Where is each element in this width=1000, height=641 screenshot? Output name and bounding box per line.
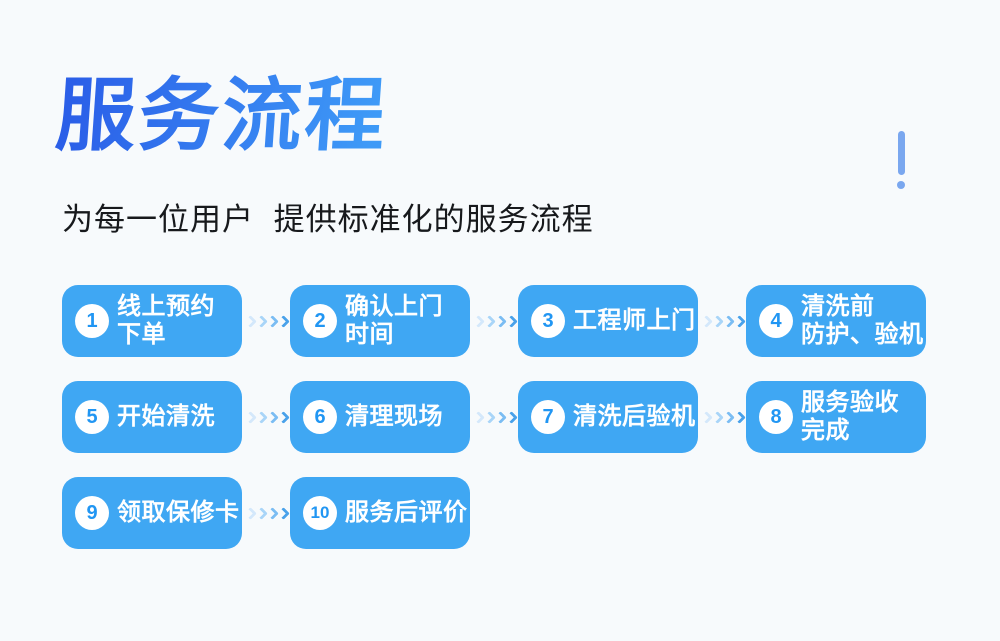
step-label-line: 防护、验机 <box>801 321 924 348</box>
step-label: 服务后评价 <box>345 499 468 527</box>
step-label-line: 时间 <box>345 321 394 348</box>
chevron-right-icon <box>277 506 290 520</box>
step-number-badge: 7 <box>531 400 565 434</box>
step-number-badge: 8 <box>759 400 793 434</box>
step-label-line: 下单 <box>117 321 166 348</box>
flow-arrow-icon <box>470 407 518 427</box>
step-number-badge: 6 <box>303 400 337 434</box>
chevron-right-icon <box>505 314 518 328</box>
step-label-line: 清洗前 <box>801 293 875 320</box>
process-step-box: 6 清理现场 <box>290 381 470 453</box>
step-label-line: 完成 <box>801 417 850 444</box>
chevron-right-icon <box>733 314 746 328</box>
step-number-badge: 2 <box>303 304 337 338</box>
page-subtitle: 为每一位用户 提供标准化的服务流程 <box>62 202 594 237</box>
step-number-badge: 1 <box>75 304 109 338</box>
step-number-badge: 3 <box>531 304 565 338</box>
process-step-box: 3 工程师上门 <box>518 285 698 357</box>
process-step-box: 7 清洗后验机 <box>518 381 698 453</box>
step-number-badge: 5 <box>75 400 109 434</box>
chevron-right-icon <box>505 410 518 424</box>
step-label-line: 清理现场 <box>345 403 443 430</box>
step-label-line: 确认上门 <box>345 293 443 320</box>
step-label-line: 开始清洗 <box>117 403 215 430</box>
step-label-line: 线上预约 <box>117 293 215 320</box>
chevron-right-icon <box>733 410 746 424</box>
exclamation-icon <box>897 131 905 189</box>
flow-arrow-icon <box>470 311 518 331</box>
step-label-line: 工程师上门 <box>573 307 696 334</box>
step-label: 清理现场 <box>345 403 443 431</box>
chevron-right-icon <box>277 410 290 424</box>
exclamation-bar <box>898 131 905 175</box>
step-number-badge: 10 <box>303 496 337 530</box>
chevron-right-icon <box>277 314 290 328</box>
step-label-line: 领取保修卡 <box>117 499 240 526</box>
step-label: 工程师上门 <box>573 307 696 335</box>
step-number-badge: 9 <box>75 496 109 530</box>
step-label: 领取保修卡 <box>117 499 240 527</box>
step-label-line: 清洗后验机 <box>573 403 696 430</box>
flow-arrow-icon <box>242 407 290 427</box>
step-label: 清洗前防护、验机 <box>801 293 924 349</box>
step-label: 清洗后验机 <box>573 403 696 431</box>
exclamation-dot <box>897 181 905 189</box>
step-label: 确认上门时间 <box>345 293 443 349</box>
process-step-box: 5 开始清洗 <box>62 381 242 453</box>
flow-arrow-icon <box>242 311 290 331</box>
process-step-box: 10 服务后评价 <box>290 477 470 549</box>
process-step-box: 9 领取保修卡 <box>62 477 242 549</box>
flow-arrow-icon <box>698 407 746 427</box>
step-label-line: 服务后评价 <box>345 499 468 526</box>
step-label: 线上预约下单 <box>117 293 215 349</box>
flow-arrow-icon <box>242 503 290 523</box>
step-label-line: 服务验收 <box>801 389 899 416</box>
flow-arrow-icon <box>698 311 746 331</box>
step-number-badge: 4 <box>759 304 793 338</box>
step-label: 服务验收完成 <box>801 389 899 445</box>
step-label: 开始清洗 <box>117 403 215 431</box>
